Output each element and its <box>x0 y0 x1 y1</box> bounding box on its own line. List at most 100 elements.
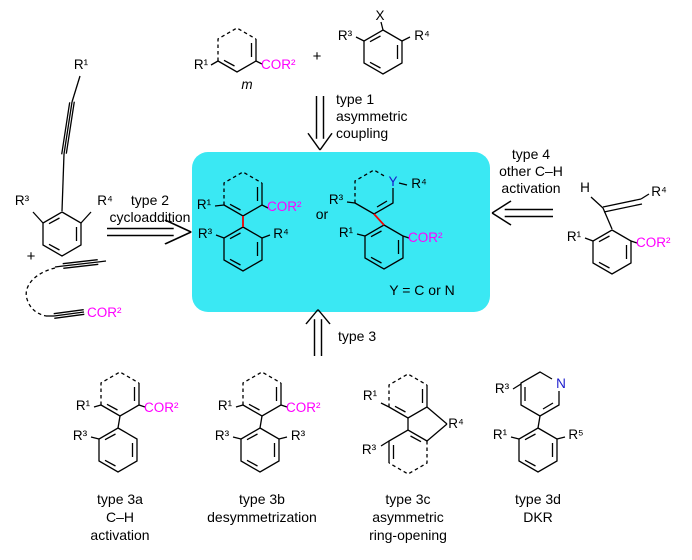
chiral-axis-bond <box>373 213 385 226</box>
heteroaryl-top-ring <box>354 169 394 215</box>
substrate-type3d: N R³ R¹ R⁵ <box>493 371 584 473</box>
cor2-label: COR² <box>261 57 296 72</box>
r5-label: R⁵ <box>568 427 583 442</box>
type1-line2: asymmetric <box>336 108 408 124</box>
r3-label: R³ <box>495 381 510 396</box>
type3d-bonds <box>510 383 566 440</box>
cor2-label: COR² <box>408 230 443 245</box>
type3c-bonds <box>380 402 448 447</box>
type1-line1: type 1 <box>336 91 374 107</box>
r3-label: R³ <box>338 28 353 43</box>
type1-line3: coupling <box>336 125 388 141</box>
substrate-aryl-alkyne: R¹ R³ R⁴ <box>15 57 113 257</box>
type1-caption: type 1 asymmetric coupling <box>336 91 408 141</box>
m-label: m <box>241 77 252 92</box>
benzene-ring <box>388 373 428 419</box>
benzene-ring <box>242 371 282 417</box>
type2-caption: type 2 cycloaddition <box>110 192 191 225</box>
aryl-alkyne-bonds <box>32 75 92 224</box>
h-label: H <box>580 180 590 195</box>
type3a-line1: type 3a <box>97 491 143 507</box>
benzene-ring <box>100 371 140 417</box>
r4-label: R⁴ <box>414 28 430 43</box>
r4-label: R⁴ <box>411 176 427 191</box>
type3b-line2: desymmetrization <box>207 509 317 525</box>
type3d-line1: type 3d <box>515 491 561 507</box>
type3a-line2: C–H <box>106 509 134 525</box>
r3-label: R³ <box>362 442 377 457</box>
r1-label: R¹ <box>194 57 209 72</box>
r1-label: R¹ <box>76 398 91 413</box>
substrate-aryl-halide-bonds <box>355 21 411 42</box>
diyne-bonds <box>25 259 107 319</box>
product-biaryl-ketone: R¹ COR² R³ R⁴ <box>197 171 302 272</box>
benzene-ring <box>42 211 82 257</box>
pyridine-ring <box>520 371 560 417</box>
substrate-type3a: R¹ COR² R³ <box>73 371 179 473</box>
benzene-ring <box>98 427 138 473</box>
product-heterobiaryl-ketone: Y R⁴ R³ R¹ COR² Y = C or N <box>329 169 455 298</box>
benzene-ring <box>388 429 428 475</box>
type3a-bonds <box>90 404 146 440</box>
substrate-type3b: R¹ COR² R³ R³ <box>215 371 321 473</box>
r1-label: R¹ <box>493 427 508 442</box>
benzene-ring <box>592 229 632 275</box>
type3b-bonds <box>232 404 288 440</box>
r4-label: R⁴ <box>448 416 464 431</box>
product-highlight-box <box>192 152 490 312</box>
r4-label: R⁴ <box>97 193 113 208</box>
type3-line1: type 3 <box>338 328 376 344</box>
r1-label: R¹ <box>74 57 89 72</box>
substrate-aryl-ketone-bonds <box>210 60 263 66</box>
plus-sign-top: + <box>313 48 322 65</box>
type3d-line2: DKR <box>523 509 553 525</box>
type3d-caption: type 3d DKR <box>515 491 561 525</box>
type2-line1: type 2 <box>131 192 169 208</box>
type3b-line1: type 3b <box>239 491 285 507</box>
r1-label: R¹ <box>363 388 378 403</box>
cor2-label: COR² <box>87 305 122 320</box>
y-definition: Y = C or N <box>389 282 455 298</box>
type3c-line3: ring-opening <box>369 527 447 543</box>
benzene-ring <box>217 27 257 73</box>
type1-arrow <box>307 95 333 151</box>
type3-arrow <box>305 308 331 357</box>
r4-label: R⁴ <box>273 226 289 241</box>
substrate-vinyl-aryl-ketone: H R⁴ R¹ COR² <box>567 180 671 275</box>
r3-label: R³ <box>15 193 30 208</box>
cor2-label: COR² <box>267 199 302 214</box>
type3a-line3: activation <box>90 527 149 543</box>
type4-line2: other C–H <box>499 163 563 179</box>
substrate-aryl-halide: X R³ R⁴ <box>338 8 430 75</box>
type3c-line1: type 3c <box>385 491 430 507</box>
r1-label: R¹ <box>567 229 582 244</box>
plus-sign-left: + <box>27 248 36 265</box>
r4-label: R⁴ <box>651 184 667 199</box>
product-heterobiaryl-bonds <box>346 182 410 239</box>
n-atom-label: N <box>556 376 566 391</box>
y-atom-label: Y <box>388 174 397 189</box>
type4-arrow <box>491 200 554 226</box>
type4-caption: type 4 other C–H activation <box>499 146 563 196</box>
type3c-line2: asymmetric <box>372 509 444 525</box>
r3-label: R³ <box>73 428 88 443</box>
product-biaryl-bonds <box>214 204 271 239</box>
r1-label: R¹ <box>218 398 233 413</box>
r3-label: R³ <box>329 192 344 207</box>
r3-label: R³ <box>215 428 230 443</box>
cor2-label: COR² <box>636 235 671 250</box>
substrate-type3c: R¹ R⁴ R³ <box>362 373 464 475</box>
vinyl-aryl-bonds <box>584 193 650 244</box>
x-label: X <box>375 8 384 23</box>
r1-label: R¹ <box>197 197 212 212</box>
type4-line3: activation <box>501 180 560 196</box>
type4-line1: type 4 <box>512 146 550 162</box>
benzene-ring <box>363 29 403 75</box>
type3a-caption: type 3a C–H activation <box>90 491 149 543</box>
substrate-diyne: COR² <box>25 259 122 320</box>
cor2-label: COR² <box>286 400 321 415</box>
r3-label: R³ <box>198 226 213 241</box>
or-label: or <box>316 206 329 222</box>
